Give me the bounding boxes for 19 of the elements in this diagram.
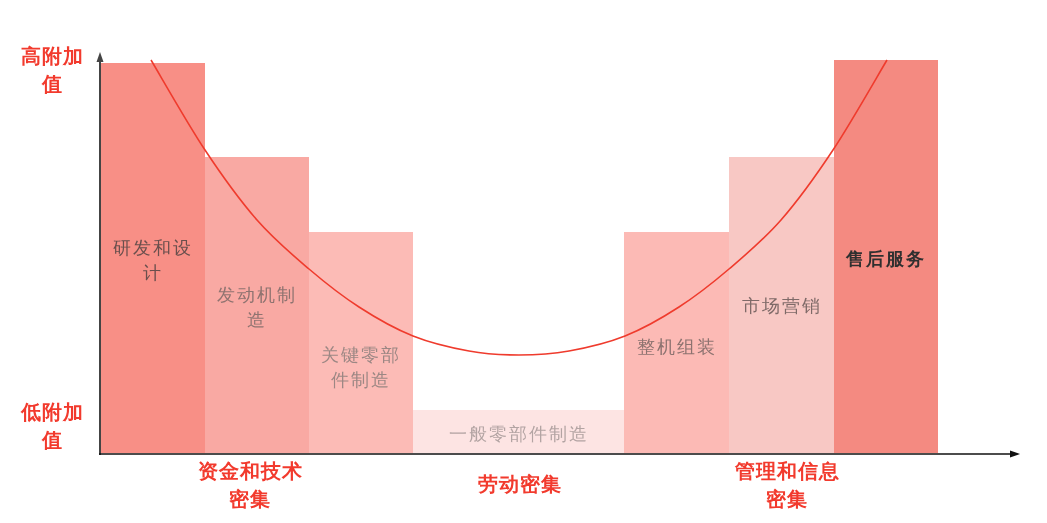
bar-label: 关键零部件制造 (320, 343, 402, 392)
category-label: 管理和信息密集 (733, 458, 841, 513)
bar-label: 研发和设计 (112, 236, 194, 285)
category-label: 劳动密集 (477, 471, 563, 498)
value-bar (101, 63, 205, 453)
value-bar (624, 232, 729, 453)
value-bar (413, 410, 624, 453)
value-bar (834, 60, 938, 453)
value-bar (729, 157, 834, 453)
value-bar (309, 232, 413, 453)
axis-label: 低附加值 (19, 399, 85, 454)
value-bar (205, 157, 309, 453)
category-label: 资金和技术密集 (196, 458, 304, 513)
bar-label: 售后服务 (846, 247, 926, 271)
bar-label: 发动机制造 (216, 283, 298, 332)
bar-label: 一般零部件制造 (448, 422, 589, 446)
bar-label: 整机组装 (636, 335, 717, 359)
axis-label: 高附加值 (19, 43, 85, 98)
bar-label: 市场营销 (741, 294, 822, 318)
